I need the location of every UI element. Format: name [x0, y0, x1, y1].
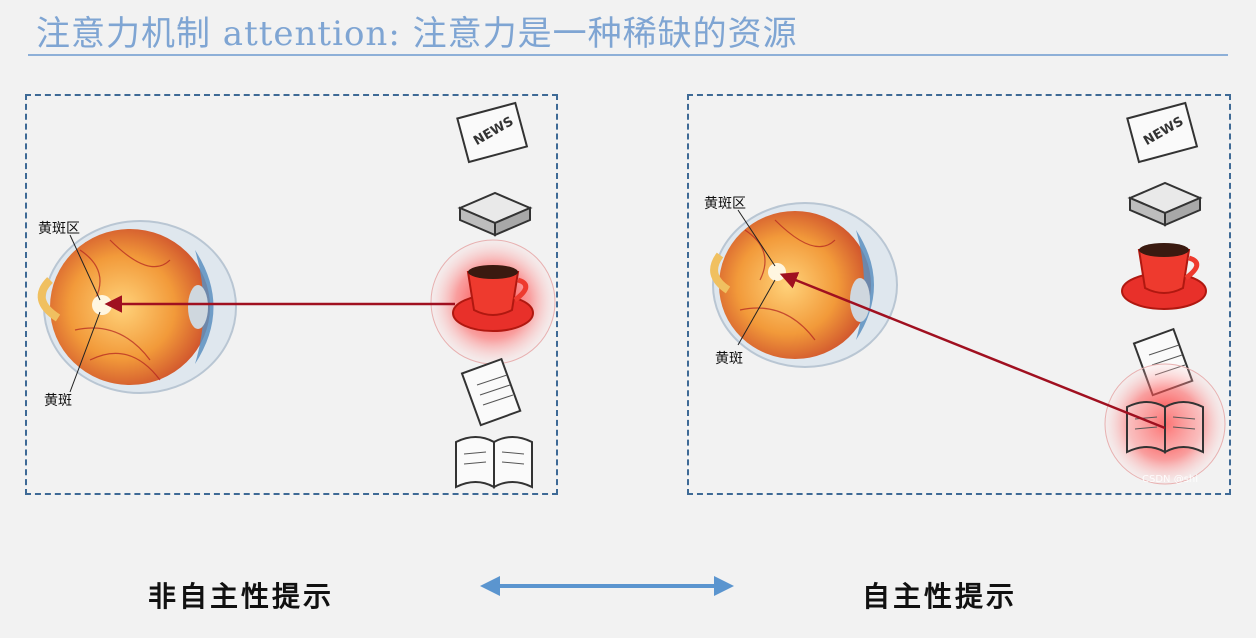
notepad-icon: [460, 357, 522, 427]
newspaper-icon: NEWS: [456, 101, 529, 164]
panel-involuntary-cue: [25, 94, 558, 495]
macula-label-left: 黄斑: [44, 393, 72, 409]
macula-region-label-left: 黄斑区: [38, 221, 80, 237]
panel-voluntary-cue: [687, 94, 1231, 495]
coffee-cup-icon: [452, 265, 534, 332]
coffee-cup-icon: [1121, 243, 1207, 310]
macula-region-label-right: 黄斑区: [704, 196, 746, 212]
icons-left: NEWS: [430, 101, 556, 489]
page-title: 注意力机制 attention: 注意力是一种稀缺的资源: [36, 14, 798, 54]
newspaper-icon: NEWS: [1126, 101, 1199, 164]
eye-left: [37, 220, 237, 394]
title-underline: [28, 54, 1228, 56]
book-closed-icon: [1127, 181, 1203, 227]
book-open-icon: [455, 436, 533, 489]
book-closed-icon: [457, 191, 533, 237]
icons-right: NEWS: [1104, 101, 1226, 485]
caption-voluntary-cue: 自主性提示: [862, 580, 1018, 613]
watermark: CSDN @shi: [1142, 474, 1199, 485]
macula-label-right: 黄斑: [715, 351, 743, 367]
caption-involuntary-cue: 非自主性提示: [148, 580, 335, 613]
attention-arrow-right: [779, 272, 1166, 430]
book-open-icon: [1126, 401, 1204, 454]
